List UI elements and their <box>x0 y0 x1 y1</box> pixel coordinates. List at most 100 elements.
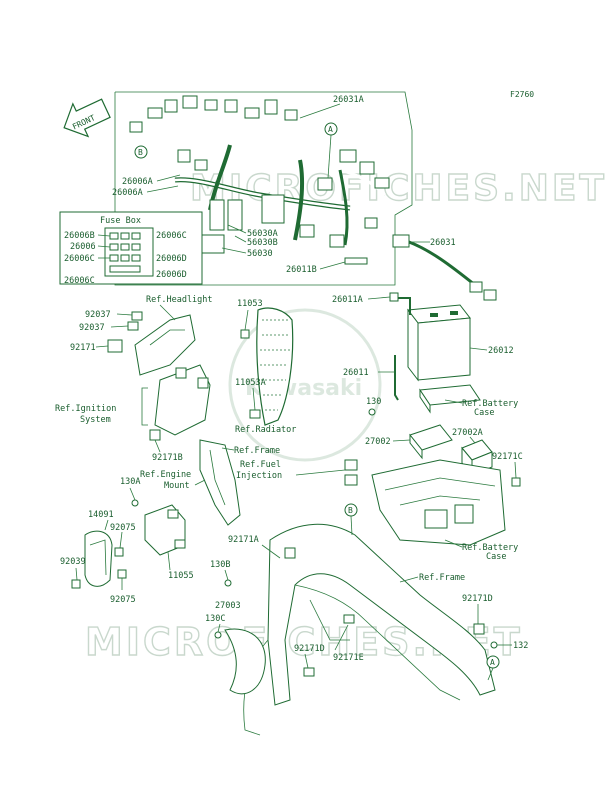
ref-engine-2: Mount <box>164 481 190 491</box>
figure-code: F2760 <box>510 90 534 99</box>
svg-text:A: A <box>490 658 495 667</box>
headlight-bracket <box>107 311 196 376</box>
callout-26011: 26011 <box>343 368 369 378</box>
side-cover-14091 <box>84 530 113 587</box>
callout-26006C-3: 26006C <box>64 276 95 286</box>
callout-26031: 26031 <box>430 238 456 248</box>
callout-130A: 130A <box>120 477 140 487</box>
radiator-cover <box>256 307 294 426</box>
callout-92171E: 92171E <box>333 653 364 663</box>
callout-56030A: 56030A <box>247 229 278 239</box>
callout-56030B: 56030B <box>247 238 278 248</box>
callout-92075-2: 92075 <box>110 595 136 605</box>
battery-cable <box>389 292 411 401</box>
callout-26011B: 26011B <box>286 265 317 275</box>
bolt-130B-icon <box>224 579 232 587</box>
sub-harness <box>392 234 497 301</box>
ref-frame-2: Ref.Frame <box>419 573 465 583</box>
callout-130C: 130C <box>205 614 225 624</box>
callout-27002: 27002 <box>365 437 391 447</box>
callout-14091: 14091 <box>88 510 114 520</box>
ref-battery-case-2b: Case <box>486 552 506 562</box>
battery-case <box>371 459 506 546</box>
callout-26006B: 26006B <box>64 231 95 241</box>
callout-130B: 130B <box>210 560 230 570</box>
callout-92171A: 92171A <box>228 535 259 545</box>
callout-26006C-2: 26006C <box>64 254 95 264</box>
callout-26031A: 26031A <box>333 95 364 105</box>
callout-26011A: 26011A <box>332 295 363 305</box>
ref-fuel-1: Ref.Fuel <box>240 460 281 470</box>
ref-battery-case-1b: Case <box>474 408 494 418</box>
fuse-box-icon <box>104 227 154 277</box>
callout-26006C-1: 26006C <box>156 231 187 241</box>
ref-ignition-2: System <box>80 415 111 425</box>
watermark-top: MICROFICHES.NET <box>190 168 607 209</box>
callout-56030: 56030 <box>247 249 273 259</box>
ref-engine-1: Ref.Engine <box>140 470 191 480</box>
ref-fuel-2: Injection <box>236 471 282 481</box>
callout-26006D-1: 26006D <box>156 254 187 264</box>
callout-92171D-1: 92171D <box>294 644 325 654</box>
mount-bracket-11055 <box>144 504 186 556</box>
ref-battery-case-2a: Ref.Battery <box>462 543 518 553</box>
ignition-bracket <box>149 364 211 441</box>
clip-92171D-2-icon <box>473 623 485 635</box>
bolt-132-icon <box>490 641 498 649</box>
clip-11053A-icon <box>249 409 261 419</box>
fuse-box-title: Fuse Box <box>100 216 141 226</box>
callout-92171B: 92171B <box>152 453 183 463</box>
callout-11053A: 11053A <box>235 378 266 388</box>
callout-92039: 92039 <box>60 557 86 567</box>
callout-11055: 11055 <box>168 571 194 581</box>
ref-battery-case-1a: Ref.Battery <box>462 399 518 409</box>
marker-b-lower: B <box>344 503 358 517</box>
battery-tray <box>419 384 481 414</box>
marker-a-lower: A <box>486 655 500 669</box>
svg-text:B: B <box>138 148 143 157</box>
front-frame-section <box>199 439 241 526</box>
marker-a-top: A <box>324 122 338 136</box>
ref-ignition-1: Ref.Ignition <box>55 404 116 414</box>
callout-27003: 27003 <box>215 601 241 611</box>
marker-b-top: B <box>134 145 148 159</box>
ground-lead-icon <box>344 257 368 265</box>
ref-headlight: Ref.Headlight <box>146 295 213 305</box>
horn-27003 <box>224 628 266 695</box>
callout-92075-1: 92075 <box>110 523 136 533</box>
bolt-130A-icon <box>131 499 139 507</box>
ref-frame-1: Ref.Frame <box>234 446 280 456</box>
front-arrow-icon: FRONT <box>63 98 111 138</box>
bolt-130C-icon <box>214 631 222 639</box>
callout-92171: 92171 <box>70 343 96 353</box>
clip-92171C-icon <box>511 477 521 487</box>
callout-26006: 26006 <box>70 242 96 252</box>
bolt-130-icon <box>368 408 376 416</box>
callout-11053: 11053 <box>237 299 263 309</box>
callout-92171D-2: 92171D <box>462 594 493 604</box>
grommet-92075-1-icon <box>114 547 124 557</box>
ecu-module-27002 <box>409 424 453 460</box>
svg-text:A: A <box>328 125 333 134</box>
ref-radiator: Ref.Radiator <box>235 425 296 435</box>
callout-92037-1: 92037 <box>85 310 111 320</box>
clip-92171D-1-icon <box>303 667 315 677</box>
grommet-92075-2-icon <box>117 569 127 579</box>
callout-92171C: 92171C <box>492 452 523 462</box>
clip-11053-icon <box>240 329 250 339</box>
callout-130: 130 <box>366 397 381 407</box>
callout-26006A-1: 26006A <box>122 177 153 187</box>
clip-92171E-icon <box>343 614 355 624</box>
callout-92037-2: 92037 <box>79 323 105 333</box>
callout-26006A-2: 26006A <box>112 188 143 198</box>
battery-icon <box>407 304 471 382</box>
harness-connectors <box>129 95 390 254</box>
callout-27002A: 27002A <box>452 428 483 438</box>
harness-border <box>114 91 413 286</box>
callout-132: 132 <box>513 641 528 651</box>
callout-26012: 26012 <box>488 346 514 356</box>
nut-92039-icon <box>71 579 81 589</box>
main-frame <box>243 459 496 736</box>
callout-26006D-2: 26006D <box>156 270 187 280</box>
